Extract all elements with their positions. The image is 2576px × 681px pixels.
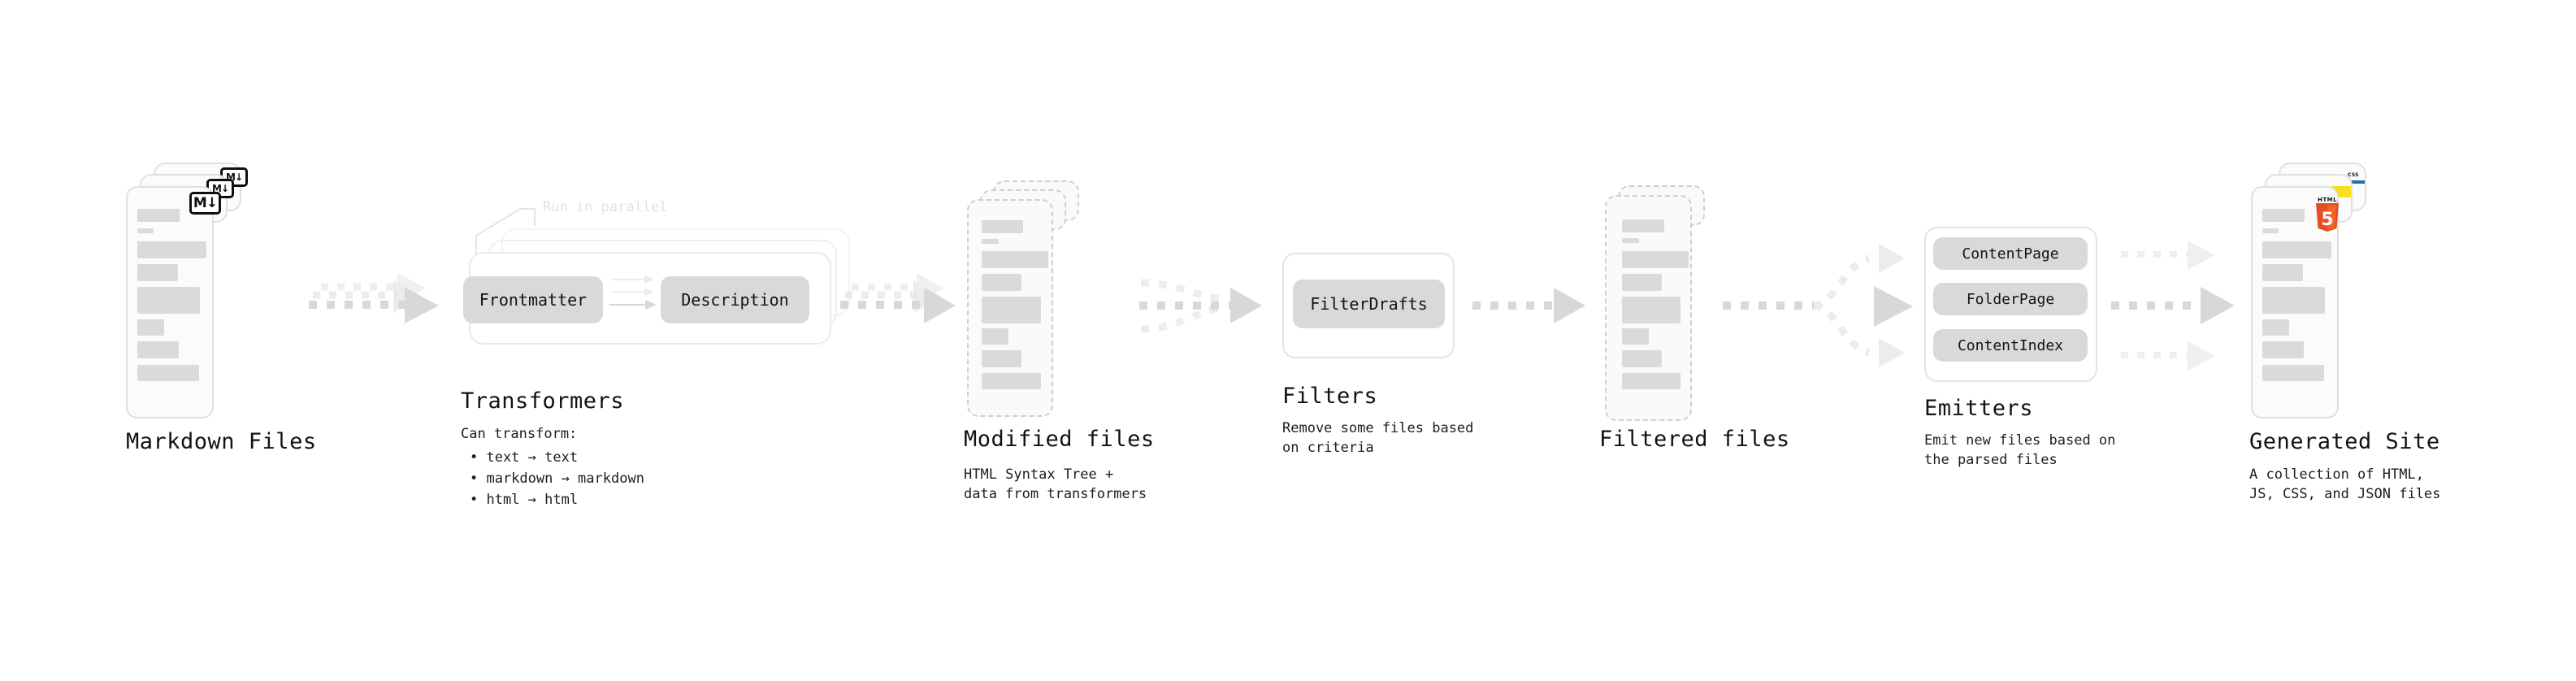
transformers-subtitle: Can transform: [461, 426, 578, 442]
filter-chip-filterdrafts-label: FilterDrafts [1310, 294, 1428, 314]
modified-files-subtitle-0: HTML Syntax Tree + [964, 466, 1114, 483]
markdown-icon-mid-arrow: ↓ [220, 183, 229, 194]
stage-title-emitters: Emitters [1924, 396, 2034, 421]
emitter-chip-contentpage-label: ContentPage [1962, 245, 2059, 262]
markdown-file-card-front [126, 186, 214, 419]
generated-site-card-front [2251, 186, 2339, 419]
markdown-icon-letter: M [225, 171, 236, 183]
emitters-subtitle-1: the parsed files [1924, 452, 2058, 468]
html5-icon-digit: 5 [2321, 210, 2333, 230]
transformers-bullet-2: • html → html [470, 492, 579, 508]
transformer-chip-description[interactable]: Description [661, 276, 809, 323]
stage-title-filters: Filters [1282, 384, 1378, 409]
filters-subtitle-0: Remove some files based [1282, 420, 1474, 436]
emitter-chip-contentindex-label: ContentIndex [1957, 336, 2064, 354]
emitter-chip-contentindex[interactable]: ContentIndex [1933, 329, 2088, 362]
emitter-chip-folderpage-label: FolderPage [1966, 290, 2055, 308]
html5-icon: HTML 5 [2314, 197, 2341, 234]
run-in-parallel-label: Run in parallel [543, 199, 668, 215]
markdown-icon-arrow: ↓ [234, 171, 243, 183]
modified-files-subtitle-1: data from transformers [964, 486, 1147, 502]
filtered-file-card-front [1605, 195, 1692, 421]
html5-icon-word: HTML [2317, 197, 2338, 203]
html5-icon-shield: 5 [2314, 203, 2341, 234]
stage-title-markdown-files: Markdown Files [126, 429, 317, 454]
markdown-icon-front-arrow: ↓ [206, 194, 218, 211]
markdown-icon-mid-letter: M [211, 183, 222, 194]
emitter-chip-contentpage[interactable]: ContentPage [1933, 237, 2088, 270]
generated-site-subtitle-0: A collection of HTML, [2249, 466, 2424, 483]
transformers-bullet-1: • markdown → markdown [470, 471, 644, 487]
filters-subtitle-1: on criteria [1282, 440, 1374, 456]
stage-title-filtered-files: Filtered files [1599, 427, 1790, 452]
filter-chip-filterdrafts[interactable]: FilterDrafts [1293, 280, 1445, 328]
transformers-bullet-0: • text → text [470, 449, 579, 466]
transformer-chip-description-label: Description [681, 290, 789, 310]
transformer-chip-frontmatter-label: Frontmatter [479, 290, 588, 310]
stage-title-transformers: Transformers [461, 388, 625, 414]
markdown-icon-front: M↓ [189, 192, 221, 215]
stage-title-generated-site: Generated Site [2249, 429, 2440, 454]
markdown-icon-front-letter: M [193, 194, 207, 211]
modified-file-card-front [967, 199, 1053, 417]
css-icon-label: CSS [2348, 172, 2359, 178]
css-icon [2345, 180, 2365, 184]
emitter-chip-folderpage[interactable]: FolderPage [1933, 283, 2088, 315]
transformer-chip-frontmatter[interactable]: Frontmatter [463, 276, 603, 323]
stage-title-modified-files: Modified files [964, 427, 1155, 452]
emitters-subtitle-0: Emit new files based on [1924, 432, 2116, 449]
generated-site-subtitle-1: JS, CSS, and JSON files [2249, 486, 2441, 502]
